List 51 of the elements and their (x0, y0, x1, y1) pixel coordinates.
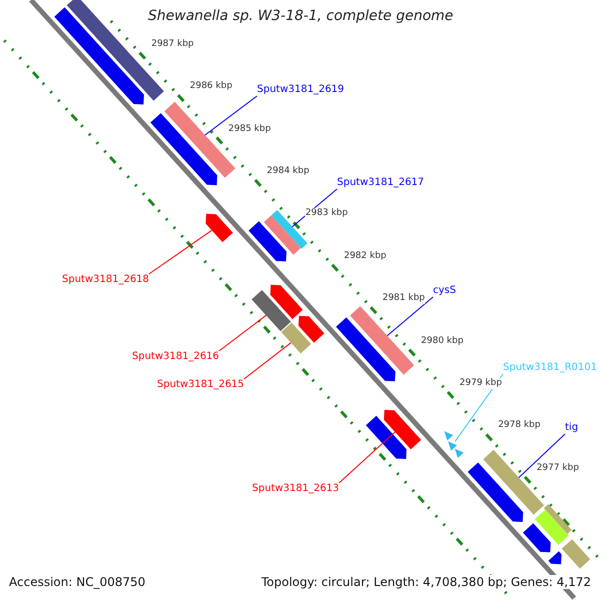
leader-line (204, 96, 258, 136)
gene-block (384, 410, 422, 450)
gene-block (270, 284, 303, 320)
leader-line (338, 432, 396, 484)
gene-bar (271, 210, 308, 249)
gene-block (366, 416, 406, 459)
scale-label: 2977 kbp (536, 462, 579, 474)
leader-line (218, 314, 267, 352)
title: Shewanella sp. W3-18-1, complete genome (148, 8, 454, 25)
gene-block (248, 221, 286, 262)
gene-block (150, 113, 218, 186)
gene-bar (562, 539, 590, 569)
gene-block (206, 214, 233, 242)
gene-label: Sputw3181_R0101 (503, 362, 597, 374)
leader-line (244, 342, 292, 380)
gene-bar (264, 215, 301, 255)
scale-label: 2979 kbp (460, 378, 502, 389)
scale-label: 2982 kbp (344, 250, 386, 262)
gene-label: Sputw3181_2617 (337, 177, 424, 189)
gene-block (548, 551, 562, 564)
leader-line (518, 434, 566, 478)
gene-block (522, 523, 551, 552)
gene-label: cysS (433, 285, 456, 297)
accession-text: Accession: NC_008750 (9, 575, 146, 590)
scale-label: 2983 kbp (305, 208, 348, 220)
gene-label: Sputw3181_2613 (252, 483, 340, 495)
gene-label: Sputw3181_2619 (257, 84, 344, 96)
gene-block (336, 317, 396, 382)
gene-block (54, 7, 144, 104)
gene-bar (544, 504, 572, 534)
gene-bar (281, 322, 312, 354)
gene-bar (252, 290, 291, 332)
leader-line (148, 230, 212, 274)
scale-label: 2985 kbp (228, 124, 271, 134)
gene-block (298, 316, 324, 343)
scale-label: 2981 kbp (382, 293, 425, 304)
gene-bar (350, 306, 414, 375)
gene-marker (444, 431, 464, 458)
scale-label: 2980 kbp (421, 336, 464, 346)
genome-stats-text: Topology: circular; Length: 4,708,380 bp; Genes: 4,172 (261, 575, 591, 590)
scale-label: 2986 kbp (190, 81, 232, 92)
gene-label: tig (565, 422, 578, 434)
gene-label: Sputw3181_2615 (157, 379, 244, 391)
scale-label: 2987 kbp (151, 38, 194, 50)
gene-label: Sputw3181_2618 (62, 274, 150, 286)
gene-block (468, 462, 524, 522)
leader-line (386, 296, 434, 336)
gene-bar (534, 510, 569, 545)
scale-label: 2978 kbp (498, 420, 540, 432)
gene-label: Sputw3181_2616 (132, 351, 220, 363)
scale-label: 2984 kbp (266, 166, 310, 177)
